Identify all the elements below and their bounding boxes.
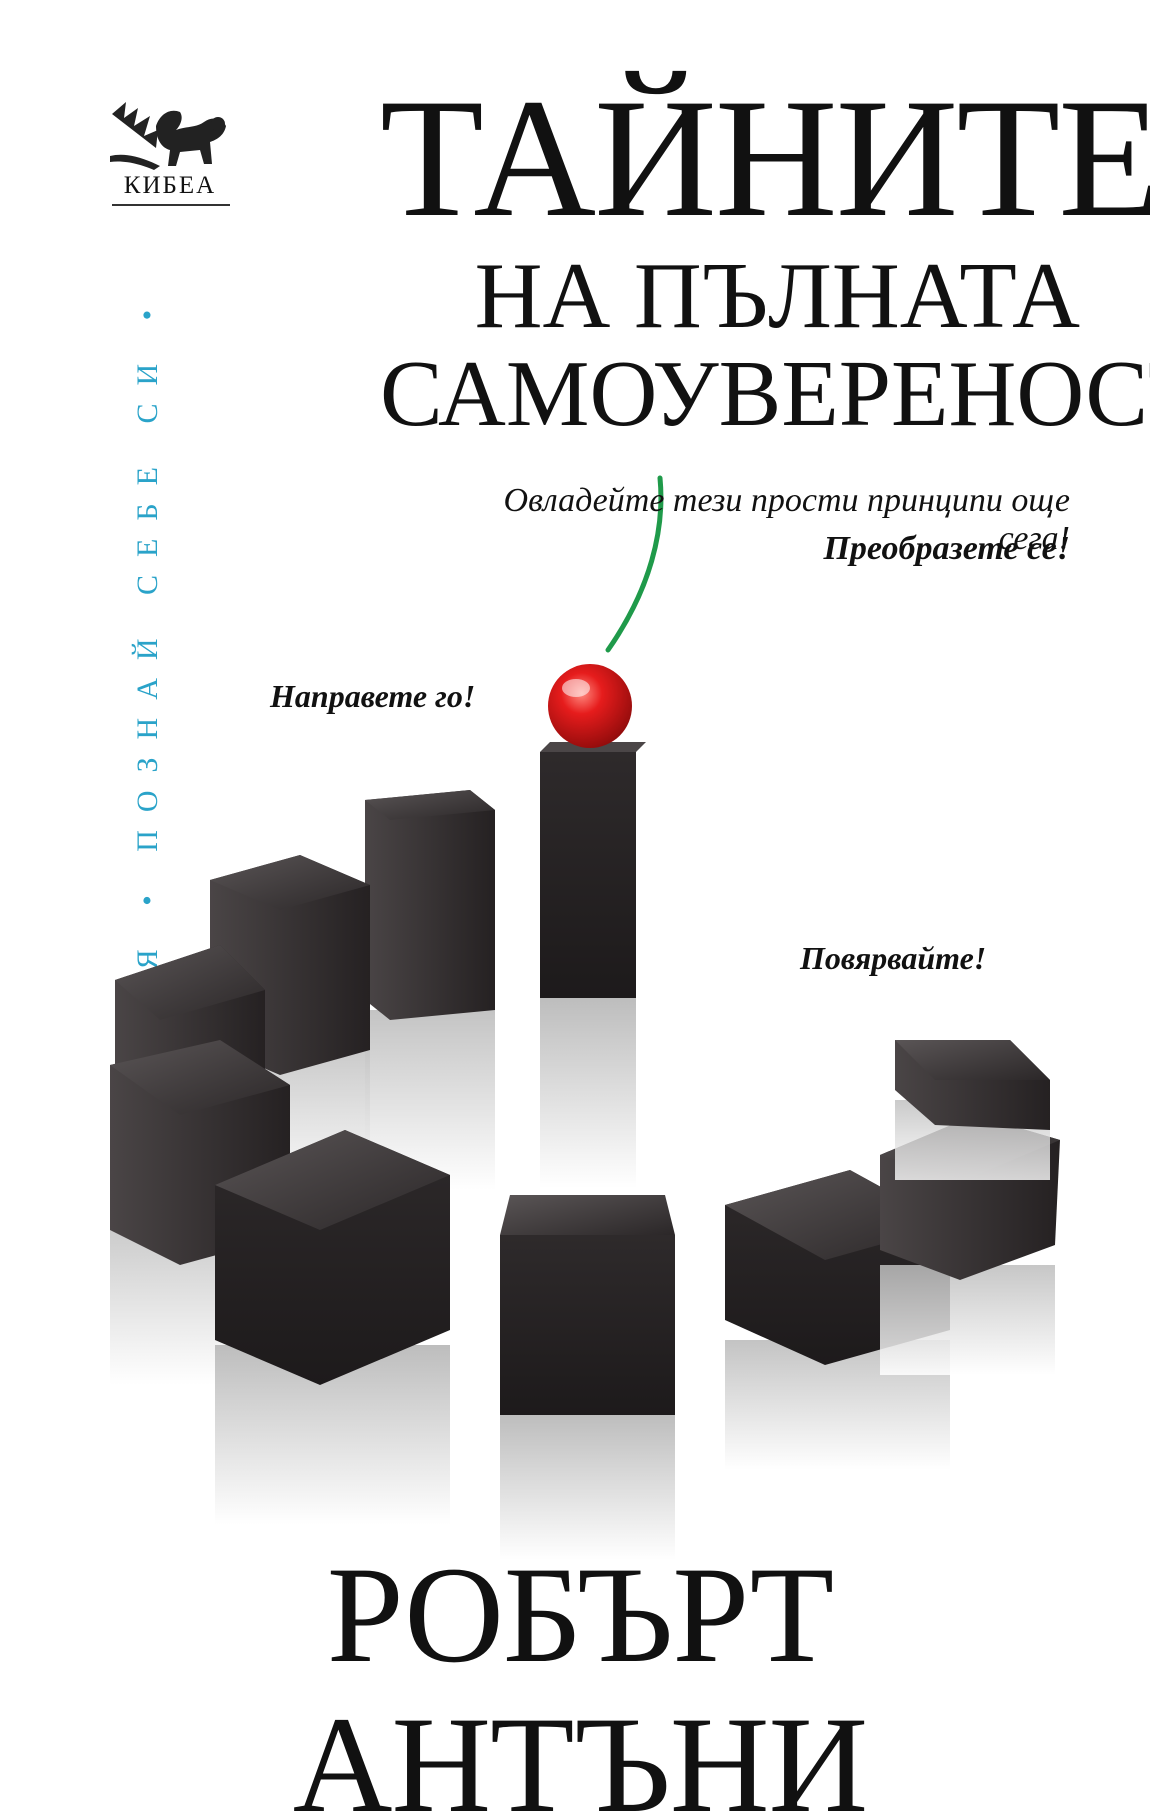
publisher-divider	[112, 204, 230, 206]
red-ball-icon	[548, 664, 632, 748]
tall-column-reflection	[540, 998, 636, 1188]
publisher-name: КИБЕА	[123, 172, 217, 199]
title-line-3: САМОУВЕРЕНОСТ	[380, 342, 1150, 446]
tall-column-front	[540, 752, 636, 998]
green-arrow-icon	[605, 475, 664, 653]
callout-do-it: Направете го!	[270, 678, 476, 714]
title-line-1: ТАЙНИТЕ	[380, 64, 1150, 252]
title-line-2: НА ПЪЛНАТА	[474, 244, 1080, 348]
author-name: РОБЪРТ АНТЪНИ	[292, 1538, 868, 1812]
tagline-primary: Овладейте тези прости принципи още сега!	[503, 482, 1070, 557]
cube-front-center	[500, 1235, 675, 1415]
tagline-secondary: Преобразете се!	[823, 530, 1070, 567]
cube-back-left-1	[365, 790, 495, 1020]
lion-griffin-logo-icon	[110, 102, 226, 170]
callout-believe: Повярвайте!	[800, 940, 987, 976]
